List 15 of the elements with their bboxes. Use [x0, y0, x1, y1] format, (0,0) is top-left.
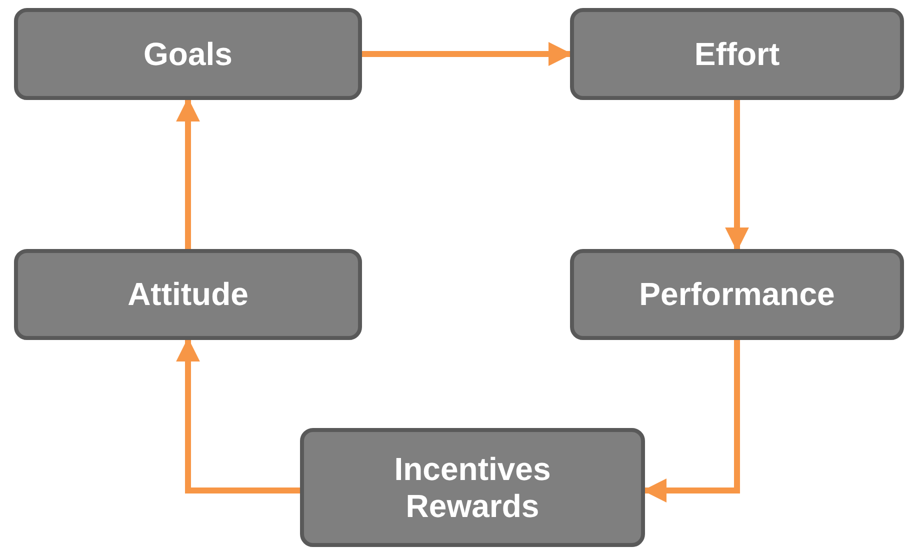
- arrow: [725, 100, 749, 252]
- box-label: Effort: [694, 36, 780, 72]
- process-box: [300, 428, 645, 547]
- arrow: [176, 98, 200, 249]
- arrow: [176, 338, 300, 494]
- process-box: [570, 249, 904, 340]
- box-label: Performance: [639, 276, 835, 313]
- arrow: [642, 340, 740, 502]
- box-label: Goals: [144, 36, 232, 72]
- box-label: Attitude: [128, 276, 248, 313]
- box-label: Incentives Rewards: [393, 450, 552, 524]
- process-box: [14, 249, 362, 340]
- process-box: [570, 8, 904, 100]
- arrow: [362, 42, 572, 66]
- process-box: [14, 8, 362, 100]
